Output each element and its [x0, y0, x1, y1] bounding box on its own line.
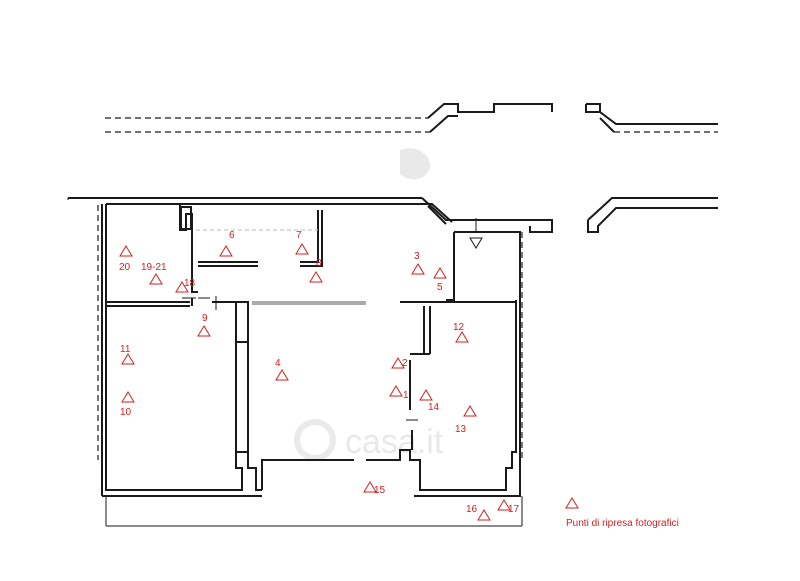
building-front [67, 197, 718, 233]
point-label-19-21: 19-21 [141, 262, 167, 273]
point-label-14: 14 [428, 402, 440, 413]
point-label-3: 3 [414, 251, 420, 262]
street-outline [105, 103, 718, 133]
point-label-18: 18 [184, 278, 196, 289]
interior-walls [105, 204, 520, 490]
outer-walls [101, 203, 523, 527]
point-label-9: 9 [202, 313, 208, 324]
watermark: casa.it [294, 148, 444, 461]
camera-markers [119, 237, 511, 521]
point-label-11: 11 [120, 344, 131, 355]
legend-camera-icon [565, 497, 579, 509]
point-label-10: 10 [120, 407, 132, 418]
point-label-2: 2 [402, 358, 408, 369]
point-label-12: 12 [453, 322, 465, 333]
legend-label: Punti di ripresa fotografici [566, 518, 679, 529]
point-label-15: 15 [374, 485, 386, 496]
point-label-17: 17 [508, 504, 520, 515]
point-label-4: 4 [275, 358, 281, 369]
legend: Punti di ripresa fotografici [565, 497, 679, 529]
point-label-20: 20 [119, 262, 131, 273]
point-label-8: 8 [316, 258, 322, 269]
point-label-13: 13 [455, 424, 467, 435]
watermark-text: casa.it [345, 423, 444, 461]
point-label-16: 16 [466, 504, 478, 515]
point-label-6: 6 [229, 230, 235, 241]
point-label-1: 1 [403, 390, 409, 401]
point-label-5: 5 [437, 282, 443, 293]
point-labels: 20 19-21 18 6 7 8 3 5 9 12 11 4 2 1 10 1… [119, 230, 520, 515]
point-label-7: 7 [296, 230, 302, 241]
